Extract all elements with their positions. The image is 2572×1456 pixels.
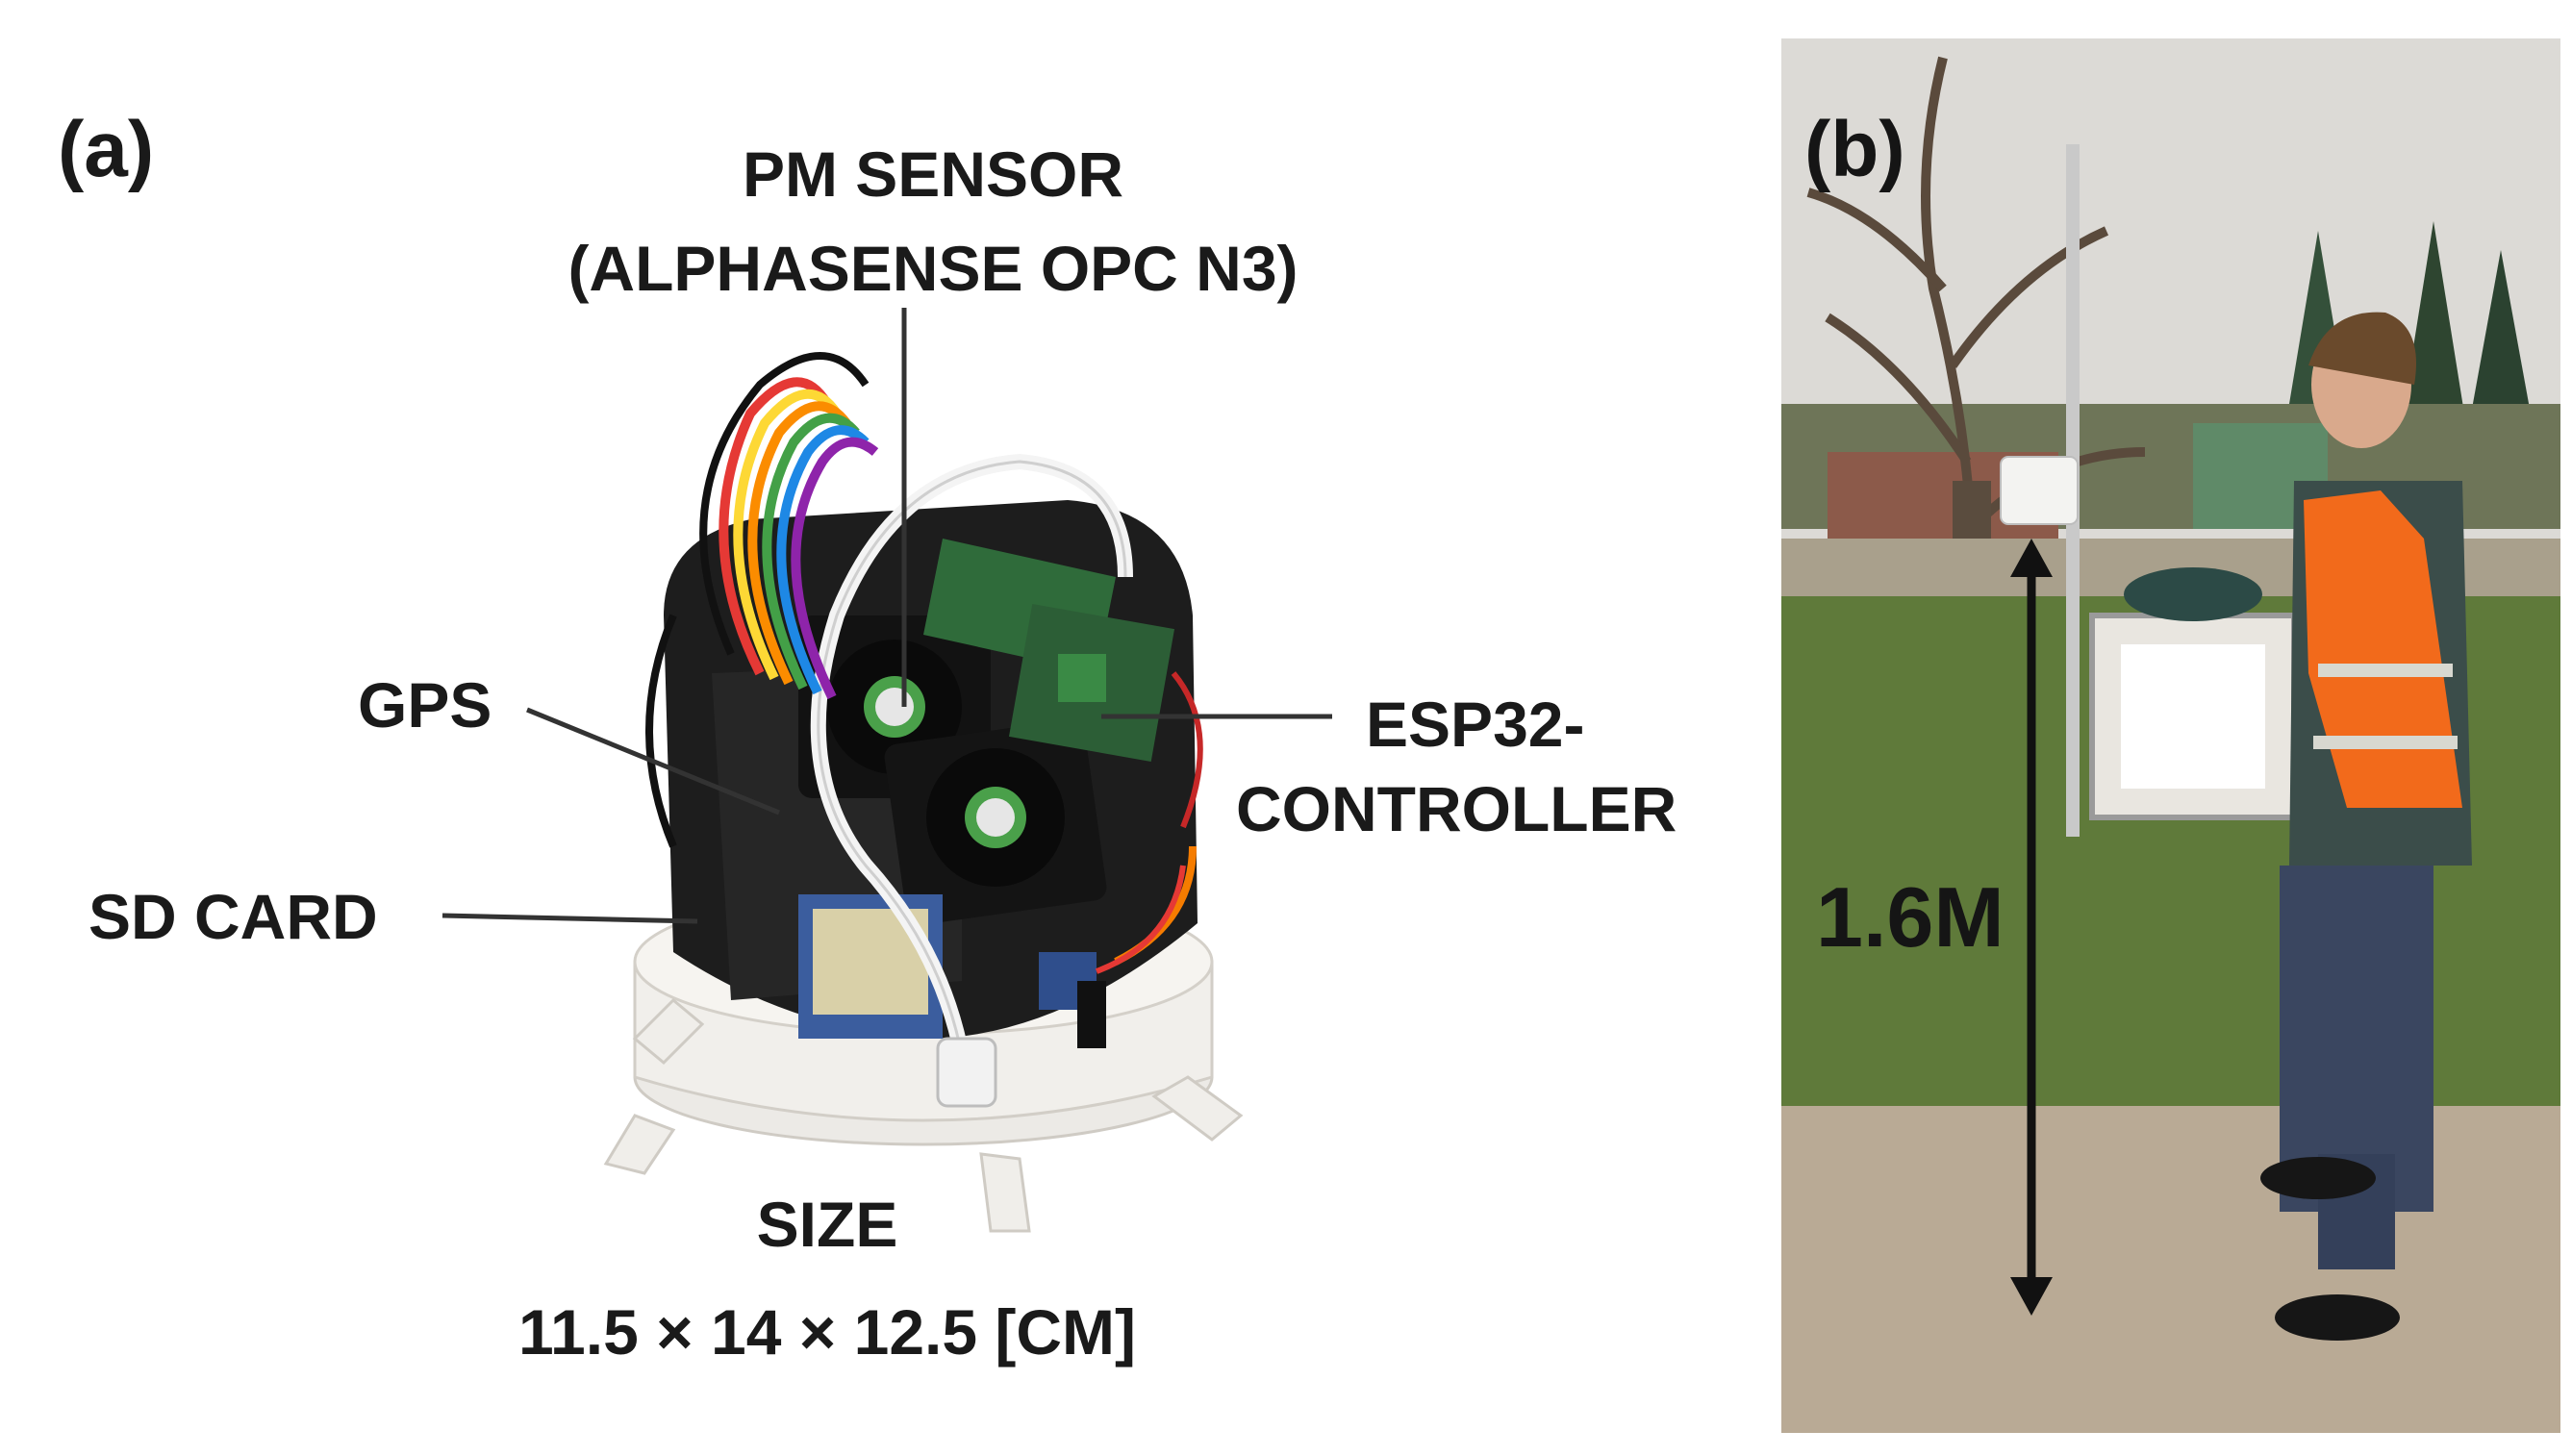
gps-label: GPS — [358, 669, 492, 741]
size-dimensions-label: 11.5 × 14 × 12.5 [CM] — [517, 1296, 1137, 1368]
height-label: 1.6M — [1816, 869, 2005, 965]
panel-a-label: (a) — [58, 106, 155, 193]
size-label: SIZE — [756, 1189, 898, 1260]
gps-leader — [526, 707, 780, 816]
esp32-label: ESP32- — [1366, 689, 1585, 760]
panel-b-label: (b) — [1804, 106, 1905, 193]
sensor-device-photo — [603, 352, 1244, 1233]
field-photo — [1781, 38, 2560, 1433]
sd-card-label: SD CARD — [88, 881, 378, 952]
pm-sensor-model-label: (ALPHASENSE OPC N3) — [567, 233, 1299, 304]
callout-lines — [441, 308, 1332, 924]
controller-label: CONTROLLER — [1236, 773, 1677, 844]
sd-card-leader — [441, 913, 698, 924]
pm-sensor-label: PM SENSOR — [742, 138, 1124, 210]
